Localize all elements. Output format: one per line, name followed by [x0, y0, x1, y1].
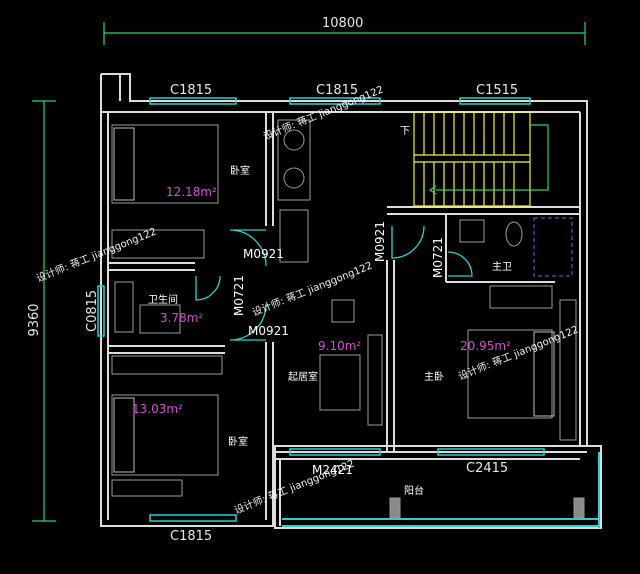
stairs: [413, 111, 549, 207]
room-label-living: 起居室: [288, 370, 318, 383]
height-dimension: 9360: [27, 303, 42, 336]
room-label-balcony: 阳台: [404, 484, 424, 497]
window-label-c1515: C1515: [476, 83, 518, 98]
window-label-c0815: C0815: [85, 290, 100, 332]
window-label-c2415: C2415: [466, 461, 508, 476]
walls: [100, 73, 602, 529]
area-bedroom-bl: 13.03m²: [132, 402, 183, 416]
watermark-left: 设计师: 蒋工 jianggong122: [34, 225, 158, 285]
width-dimension: 10800: [322, 16, 363, 31]
door-label-m0721-right: M0721: [431, 237, 445, 278]
furniture: [111, 119, 585, 519]
door-label-m0921-right: M0921: [373, 221, 387, 262]
door-label-m0721-left: M0721: [232, 275, 246, 316]
stair-down-label: 下: [400, 126, 410, 137]
dimension-lines: [32, 22, 586, 522]
room-label-master-bath: 主卫: [492, 261, 512, 273]
room-label-bedroom-bl: 卧室: [228, 435, 248, 448]
room-label-master: 主卧: [424, 370, 444, 383]
door-swings: [195, 225, 473, 341]
window-label-c1815-top-mid: C1815: [316, 83, 358, 98]
watermark-center: 设计师: 蒋工 jianggong122: [250, 259, 374, 319]
area-bathroom: 3.78m²: [160, 311, 203, 325]
room-label-bedroom-tl: 卧室: [230, 164, 250, 177]
area-master: 20.95m²: [460, 339, 511, 353]
door-label-m2421: M2421: [312, 463, 353, 477]
windows: [97, 97, 545, 522]
area-bedroom-tl: 12.18m²: [166, 185, 217, 199]
door-label-m0921-low: M0921: [248, 324, 289, 338]
window-label-c1815-top-left: C1815: [170, 83, 212, 98]
watermark-bottom: 设计师: 蒋工 jianggong122: [232, 457, 356, 517]
door-label-m0921-top: M0921: [243, 247, 284, 261]
room-label-bathroom: 卫生间: [148, 293, 178, 306]
area-living: 9.10m²: [318, 339, 361, 353]
window-label-c1815-bottom: C1815: [170, 529, 212, 544]
